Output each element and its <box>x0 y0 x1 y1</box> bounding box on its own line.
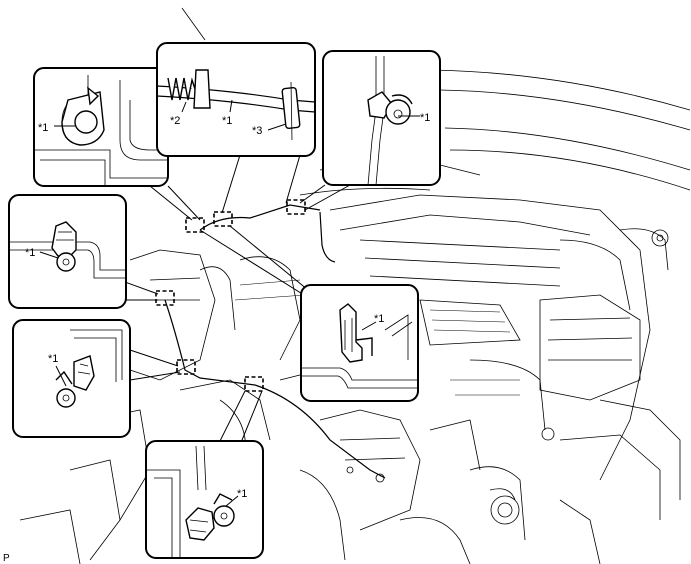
location-marker-1 <box>185 217 205 233</box>
location-marker-2 <box>213 211 233 227</box>
location-markers <box>155 199 306 392</box>
leader-lines <box>124 154 351 446</box>
callout-label: *1 <box>48 353 58 365</box>
callout-label: *1 <box>420 112 430 124</box>
callout-label-b: *1 <box>222 115 232 127</box>
figure-id: P <box>3 553 10 564</box>
location-marker-6 <box>244 376 264 392</box>
location-marker-5 <box>176 359 196 375</box>
callout-left-upper: *1 <box>8 194 127 309</box>
callout-top-right: *1 <box>322 50 441 186</box>
callout-label-a: *2 <box>170 115 180 127</box>
callout-top-center: *2 *1 *3 <box>156 42 316 157</box>
callout-label-c: *3 <box>252 125 262 137</box>
callout-label: *1 <box>237 488 247 500</box>
callout-bottom: *1 <box>145 440 264 559</box>
callout-center-right: *1 <box>300 284 419 402</box>
location-marker-3 <box>286 199 306 215</box>
callout-left-lower: *1 <box>12 319 131 438</box>
callout-label: *1 <box>38 122 48 134</box>
callout-top-left: *1 <box>33 67 169 187</box>
callout-label: *1 <box>374 313 384 325</box>
callout-label: *1 <box>25 247 35 259</box>
location-marker-4 <box>155 290 175 306</box>
